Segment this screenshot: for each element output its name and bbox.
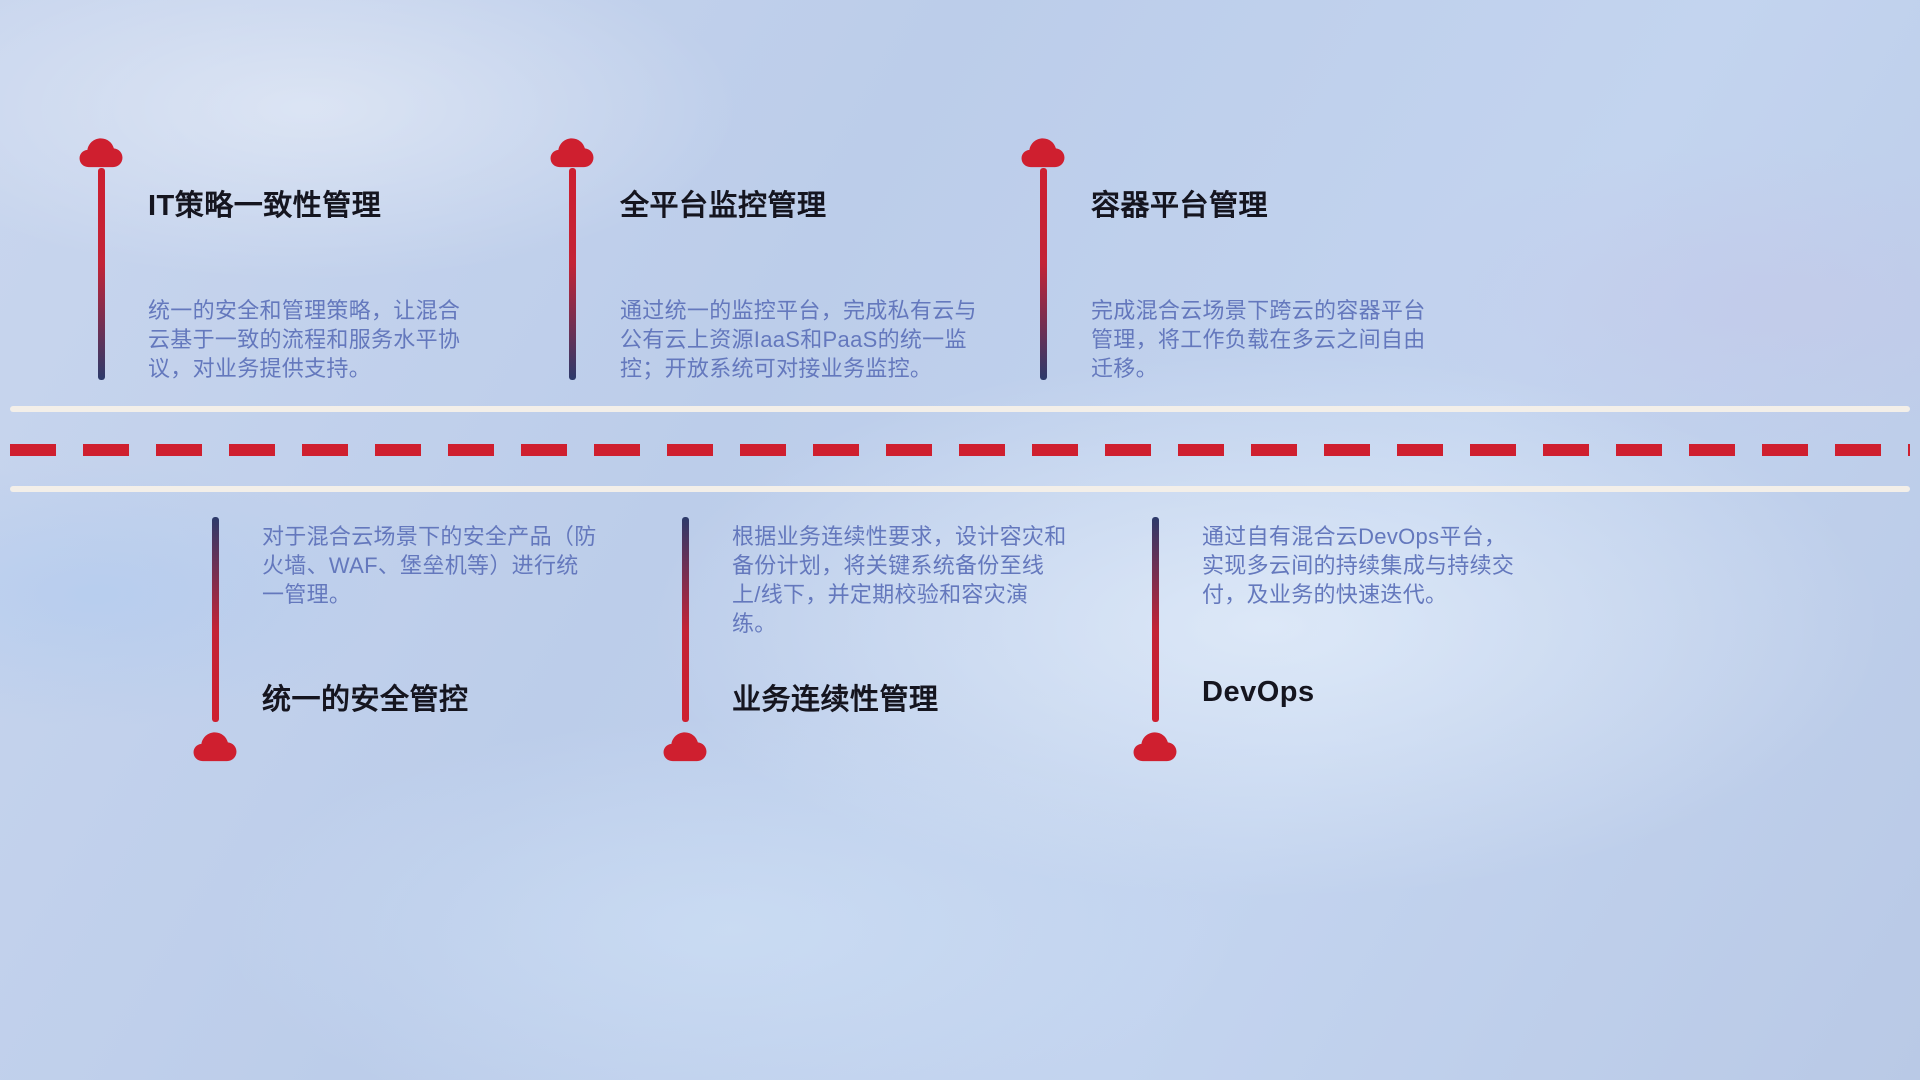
road-dashed-line — [10, 444, 1910, 456]
item-description: 根据业务连续性要求，设计容灾和备份计划，将关键系统备份至线上/线下，并定期校验和… — [732, 524, 1067, 636]
item-description: 统一的安全和管理策略，让混合云基于一致的流程和服务水平协议，对业务提供支持。 — [148, 298, 461, 381]
item-title: 全平台监控管理 — [620, 190, 827, 222]
timeline-stem — [1040, 168, 1047, 380]
timeline-stem — [682, 517, 689, 722]
item-title: DevOps — [1202, 676, 1315, 708]
timeline-stem — [1152, 517, 1159, 722]
cloud-icon — [549, 136, 595, 169]
item-description: 对于混合云场景下的安全产品（防火墙、WAF、堡垒机等）进行统一管理。 — [262, 524, 597, 607]
road-bottom-line — [10, 486, 1910, 492]
item-title: IT策略一致性管理 — [148, 190, 382, 222]
road-top-line — [10, 406, 1910, 412]
timeline-stem — [569, 168, 576, 380]
timeline-stem — [98, 168, 105, 380]
item-title: 统一的安全管控 — [262, 684, 469, 716]
item-title: 容器平台管理 — [1091, 190, 1269, 222]
cloud-icon — [192, 730, 238, 763]
cloud-icon — [662, 730, 708, 763]
cloud-icon — [1020, 136, 1066, 169]
cloud-icon — [78, 136, 124, 169]
cloud-icon — [1132, 730, 1178, 763]
item-description: 通过统一的监控平台，完成私有云与公有云上资源IaaS和PaaS的统一监控；开放系… — [620, 298, 977, 381]
item-description: 完成混合云场景下跨云的容器平台管理，将工作负载在多云之间自由迁移。 — [1091, 298, 1426, 381]
timeline-stem — [212, 517, 219, 722]
item-title: 业务连续性管理 — [732, 684, 939, 716]
item-description: 通过自有混合云DevOps平台，实现多云间的持续集成与持续交付，及业务的快速迭代… — [1202, 524, 1515, 607]
